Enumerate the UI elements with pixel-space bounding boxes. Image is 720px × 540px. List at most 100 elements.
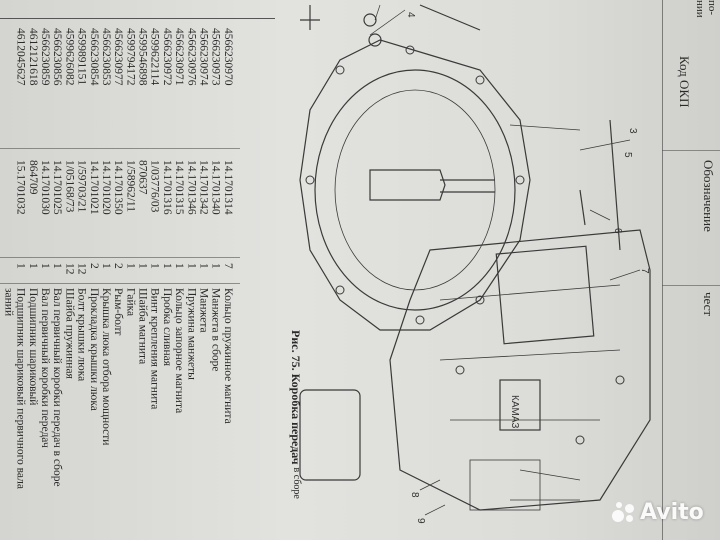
avito-watermark: Avito	[612, 500, 704, 525]
quantity: 1	[160, 263, 173, 269]
okp-code: 4566230971	[173, 28, 186, 86]
part-name: Кольцо запорное магнита	[173, 288, 186, 414]
part-name: Шайба магнита	[136, 288, 149, 365]
header-designation: Обозначение	[701, 160, 716, 232]
okp-code: 4566230854	[87, 28, 100, 86]
part-name: Гайка	[124, 288, 137, 317]
part-name: Кольцо пружинное магнита	[221, 288, 234, 424]
callout-label: 5	[622, 152, 633, 158]
designation: 870637	[136, 160, 149, 195]
part-name: Манжета в сборе	[209, 288, 222, 372]
watermark-text: Avito	[640, 500, 704, 525]
part-name: Пружина манжеты	[185, 288, 198, 380]
callout-label: 8	[409, 492, 420, 498]
header-rule	[662, 0, 663, 540]
figure-caption: Рис. 75. Коробка передач в сборе	[288, 330, 303, 499]
designation: 14.1701340	[209, 160, 222, 215]
bolt-5	[609, 119, 621, 251]
quantity: 1	[136, 263, 149, 269]
okp-code: 4566230977	[112, 28, 125, 86]
quantity: 1	[148, 263, 161, 269]
caption-tail: в сборе	[291, 467, 302, 499]
okp-code: 4566230853	[99, 28, 112, 86]
okp-code: 4566230970	[221, 28, 234, 86]
quantity: 7	[221, 263, 234, 269]
designation: 15.1701032	[14, 160, 27, 215]
quantity: 1	[124, 263, 137, 269]
part-name: Рым-болт	[112, 288, 125, 336]
gearbox-case	[389, 229, 651, 511]
caption-title: Рис. 75. Коробка передач	[289, 330, 303, 465]
part-name: Винт крепления магнита	[148, 288, 161, 410]
column-divider	[0, 257, 240, 258]
quantity: 1	[39, 263, 51, 269]
quantity: 1	[185, 263, 198, 269]
okp-code: 4599794172	[124, 28, 137, 86]
okp-code: 4566230972	[160, 28, 173, 86]
designation: 864709	[26, 160, 39, 195]
quantity: 1	[99, 263, 112, 269]
designation: 1/59703/21	[75, 160, 88, 213]
part-name: Вал первичный коробки передач в сборе	[51, 288, 64, 487]
quantity: 1	[197, 263, 210, 269]
designation: 14.1701025	[51, 160, 64, 215]
quantity: 12	[63, 263, 76, 275]
okp-code: 4566230859	[39, 28, 51, 86]
designation: 1/05168/73	[63, 160, 76, 213]
header-qty-partial: по- нии	[694, 0, 718, 18]
quantity: 1	[209, 263, 222, 269]
column-divider	[0, 148, 240, 149]
clutch-housing	[299, 39, 531, 331]
designation: 14.1701314	[221, 160, 234, 215]
okp-code: 4599626082	[63, 28, 76, 86]
okp-code: 4599622114	[148, 28, 161, 86]
okp-code: 4612045627	[14, 28, 27, 86]
part-name: Вал первичный коробки передач	[39, 288, 51, 448]
part-name: Пробка сливная	[160, 288, 173, 367]
okp-code: 4566230973	[209, 28, 222, 86]
quantity: 2	[112, 263, 125, 269]
quantity: 1	[26, 263, 39, 269]
okp-code: 4599891151	[75, 28, 88, 86]
callout-label: 3	[627, 128, 638, 134]
designation: 14.1701030	[39, 160, 51, 215]
table-row: заний	[2, 20, 14, 540]
callout-label: 7	[639, 268, 650, 274]
column-divider	[0, 283, 240, 284]
leader-lines	[369, 4, 641, 516]
avito-logo-icon	[612, 501, 636, 524]
quantity: 1	[14, 263, 27, 269]
part-name: Крышка люка отбора мощности	[99, 288, 112, 446]
header-okp: Код ОКП	[677, 56, 692, 108]
input-shaft	[369, 169, 446, 201]
pto-cover	[299, 389, 361, 481]
callout-label: 9	[415, 518, 426, 524]
part-name: Подшипник шариковый	[26, 288, 39, 406]
part-name: заний	[2, 288, 15, 317]
okp-code: 4566230976	[185, 28, 198, 86]
designation: 14.1701350	[112, 160, 125, 215]
quantity: 1	[51, 263, 64, 269]
top-cover	[495, 245, 595, 345]
bolts	[305, 45, 625, 445]
part-name: Манжета	[197, 288, 210, 333]
table-header-rule	[0, 18, 275, 19]
part-name: Болт крышки люка	[75, 288, 88, 382]
plate-text: КАМАЗ	[509, 395, 520, 428]
header-divider	[662, 150, 720, 151]
okp-code: 4612121618	[26, 28, 39, 86]
okp-code: 4566230856	[51, 28, 64, 86]
